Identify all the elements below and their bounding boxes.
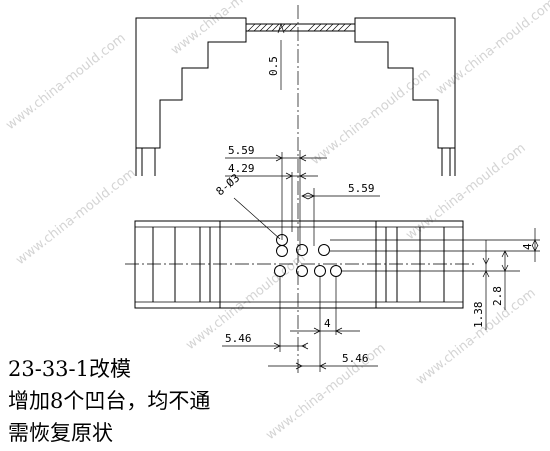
watermark: www.china-mould.com	[433, 0, 550, 98]
pitch-bottom-left-label: 5.46	[225, 332, 252, 345]
hole	[276, 245, 288, 257]
dimension-arrow	[501, 250, 509, 272]
hole	[318, 244, 330, 256]
note-line-1: 23-33-1改模	[8, 357, 131, 381]
dimension-arrow	[301, 192, 315, 200]
dimension-arrow	[273, 342, 309, 350]
leader-line	[233, 197, 281, 240]
pitch-inner-label: 4.29	[228, 162, 255, 175]
hole	[296, 265, 308, 277]
watermark: www.china-mould.com	[263, 341, 388, 444]
dimension-arrow	[277, 22, 285, 34]
watermark: www.china-mould.com	[308, 66, 433, 169]
top-view	[135, 5, 456, 205]
pitch-outer-label: 5.59	[228, 144, 255, 157]
thickness-label: 0.5	[267, 56, 280, 76]
pitch-bottom-right-label: 5.46	[342, 352, 369, 365]
top-view-outline	[135, 17, 247, 176]
height-right-label: 4	[521, 243, 534, 250]
dimension-arrow	[482, 257, 490, 278]
watermark: www.china-mould.com	[413, 286, 538, 389]
dimension-lines	[222, 150, 540, 372]
note-line-2: 增加8个凹台，均不通	[8, 389, 211, 413]
plate-section	[245, 23, 356, 32]
watermark: www.china-mould.com	[168, 0, 293, 58]
dimension-arrow	[285, 172, 307, 180]
position-lower-label: 1.38	[472, 302, 485, 329]
row-gap-label: 4	[324, 317, 331, 330]
hole-spec-label: 8-Ø3	[214, 171, 243, 198]
dimension-arrow	[275, 154, 307, 162]
note-line-3: 需恢复原状	[8, 421, 113, 445]
hole	[330, 265, 342, 277]
position-upper-label: 2.8	[491, 286, 504, 306]
hole	[296, 244, 308, 256]
front-view-outline	[134, 220, 464, 309]
watermark: www.china-mould.com	[13, 166, 138, 269]
watermark: www.china-mould.com	[403, 141, 528, 244]
watermark: www.china-mould.com	[3, 31, 128, 134]
hole	[314, 265, 326, 277]
dimension-arrow	[295, 362, 327, 370]
dimension-arrow	[313, 327, 343, 335]
front-view	[125, 205, 475, 375]
pitch-right-label: 5.59	[348, 182, 375, 195]
dimension-arrow	[531, 239, 539, 252]
plate-hatching	[247, 23, 352, 32]
